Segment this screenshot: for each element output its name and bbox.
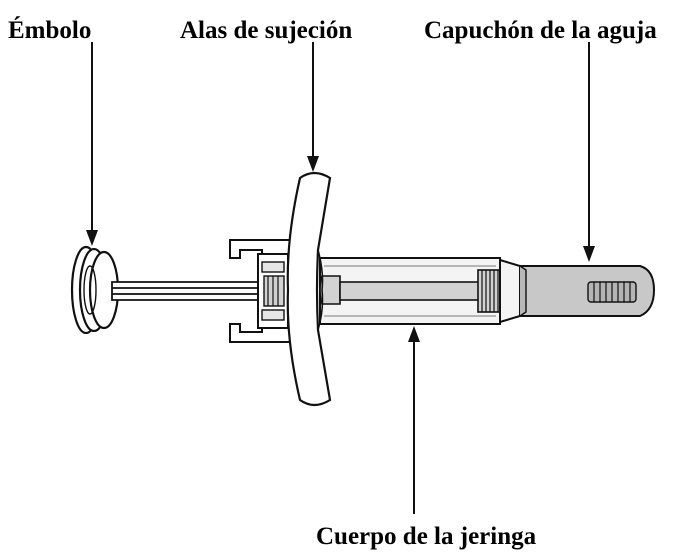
pointer-arrows xyxy=(86,42,595,514)
label-needle-cap: Capuchón de la aguja xyxy=(424,17,657,44)
plunger-head xyxy=(70,245,120,335)
rod-guide xyxy=(229,239,291,343)
finger-flange xyxy=(286,171,332,407)
syringe-barrel xyxy=(319,257,521,325)
needle-cap xyxy=(519,265,656,317)
label-finger-flange: Alas de sujeción xyxy=(180,17,353,44)
label-syringe-body: Cuerpo de la jeringa xyxy=(316,523,537,550)
plunger-rod xyxy=(111,281,259,301)
label-plunger: Émbolo xyxy=(8,17,92,44)
